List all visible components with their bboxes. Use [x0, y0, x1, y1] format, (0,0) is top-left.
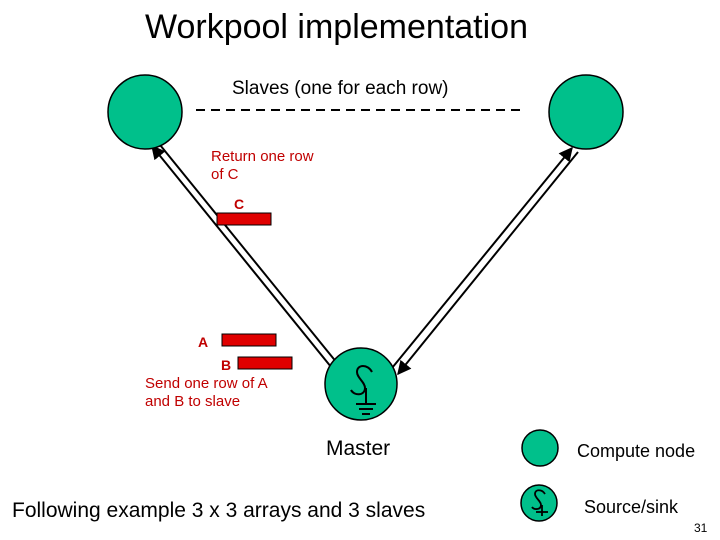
send-arrow-left	[151, 144, 341, 379]
slave-node-left	[107, 74, 183, 150]
legend-source-sink-icon	[520, 484, 558, 522]
send-label: Send one row of A and B to slave	[145, 375, 267, 410]
return-arrow-right	[397, 151, 579, 376]
master-label: Master	[326, 437, 391, 460]
return-arrow-left	[155, 139, 347, 376]
legend-source-sink-label: Source/sink	[584, 497, 679, 517]
slide-title: Workpool implementation	[145, 8, 528, 46]
master-node	[324, 347, 398, 421]
b-label: B	[221, 357, 232, 373]
c-row-block	[216, 212, 272, 226]
slave-node-right	[548, 74, 624, 150]
a-label: A	[198, 334, 209, 350]
c-label: C	[234, 196, 245, 212]
return-label: Return one row of C	[211, 148, 314, 183]
footer-caption: Following example 3 x 3 arrays and 3 sla…	[12, 499, 426, 522]
source-sink-icon	[350, 365, 373, 396]
legend-compute-node-icon	[521, 429, 559, 467]
a-row-block	[221, 333, 277, 347]
send-arrow-right	[391, 146, 573, 369]
slaves-label: Slaves (one for each row)	[232, 78, 449, 99]
legend-compute-node-label: Compute node	[577, 441, 696, 461]
b-row-block	[237, 356, 293, 370]
page-number: 31	[694, 521, 708, 535]
